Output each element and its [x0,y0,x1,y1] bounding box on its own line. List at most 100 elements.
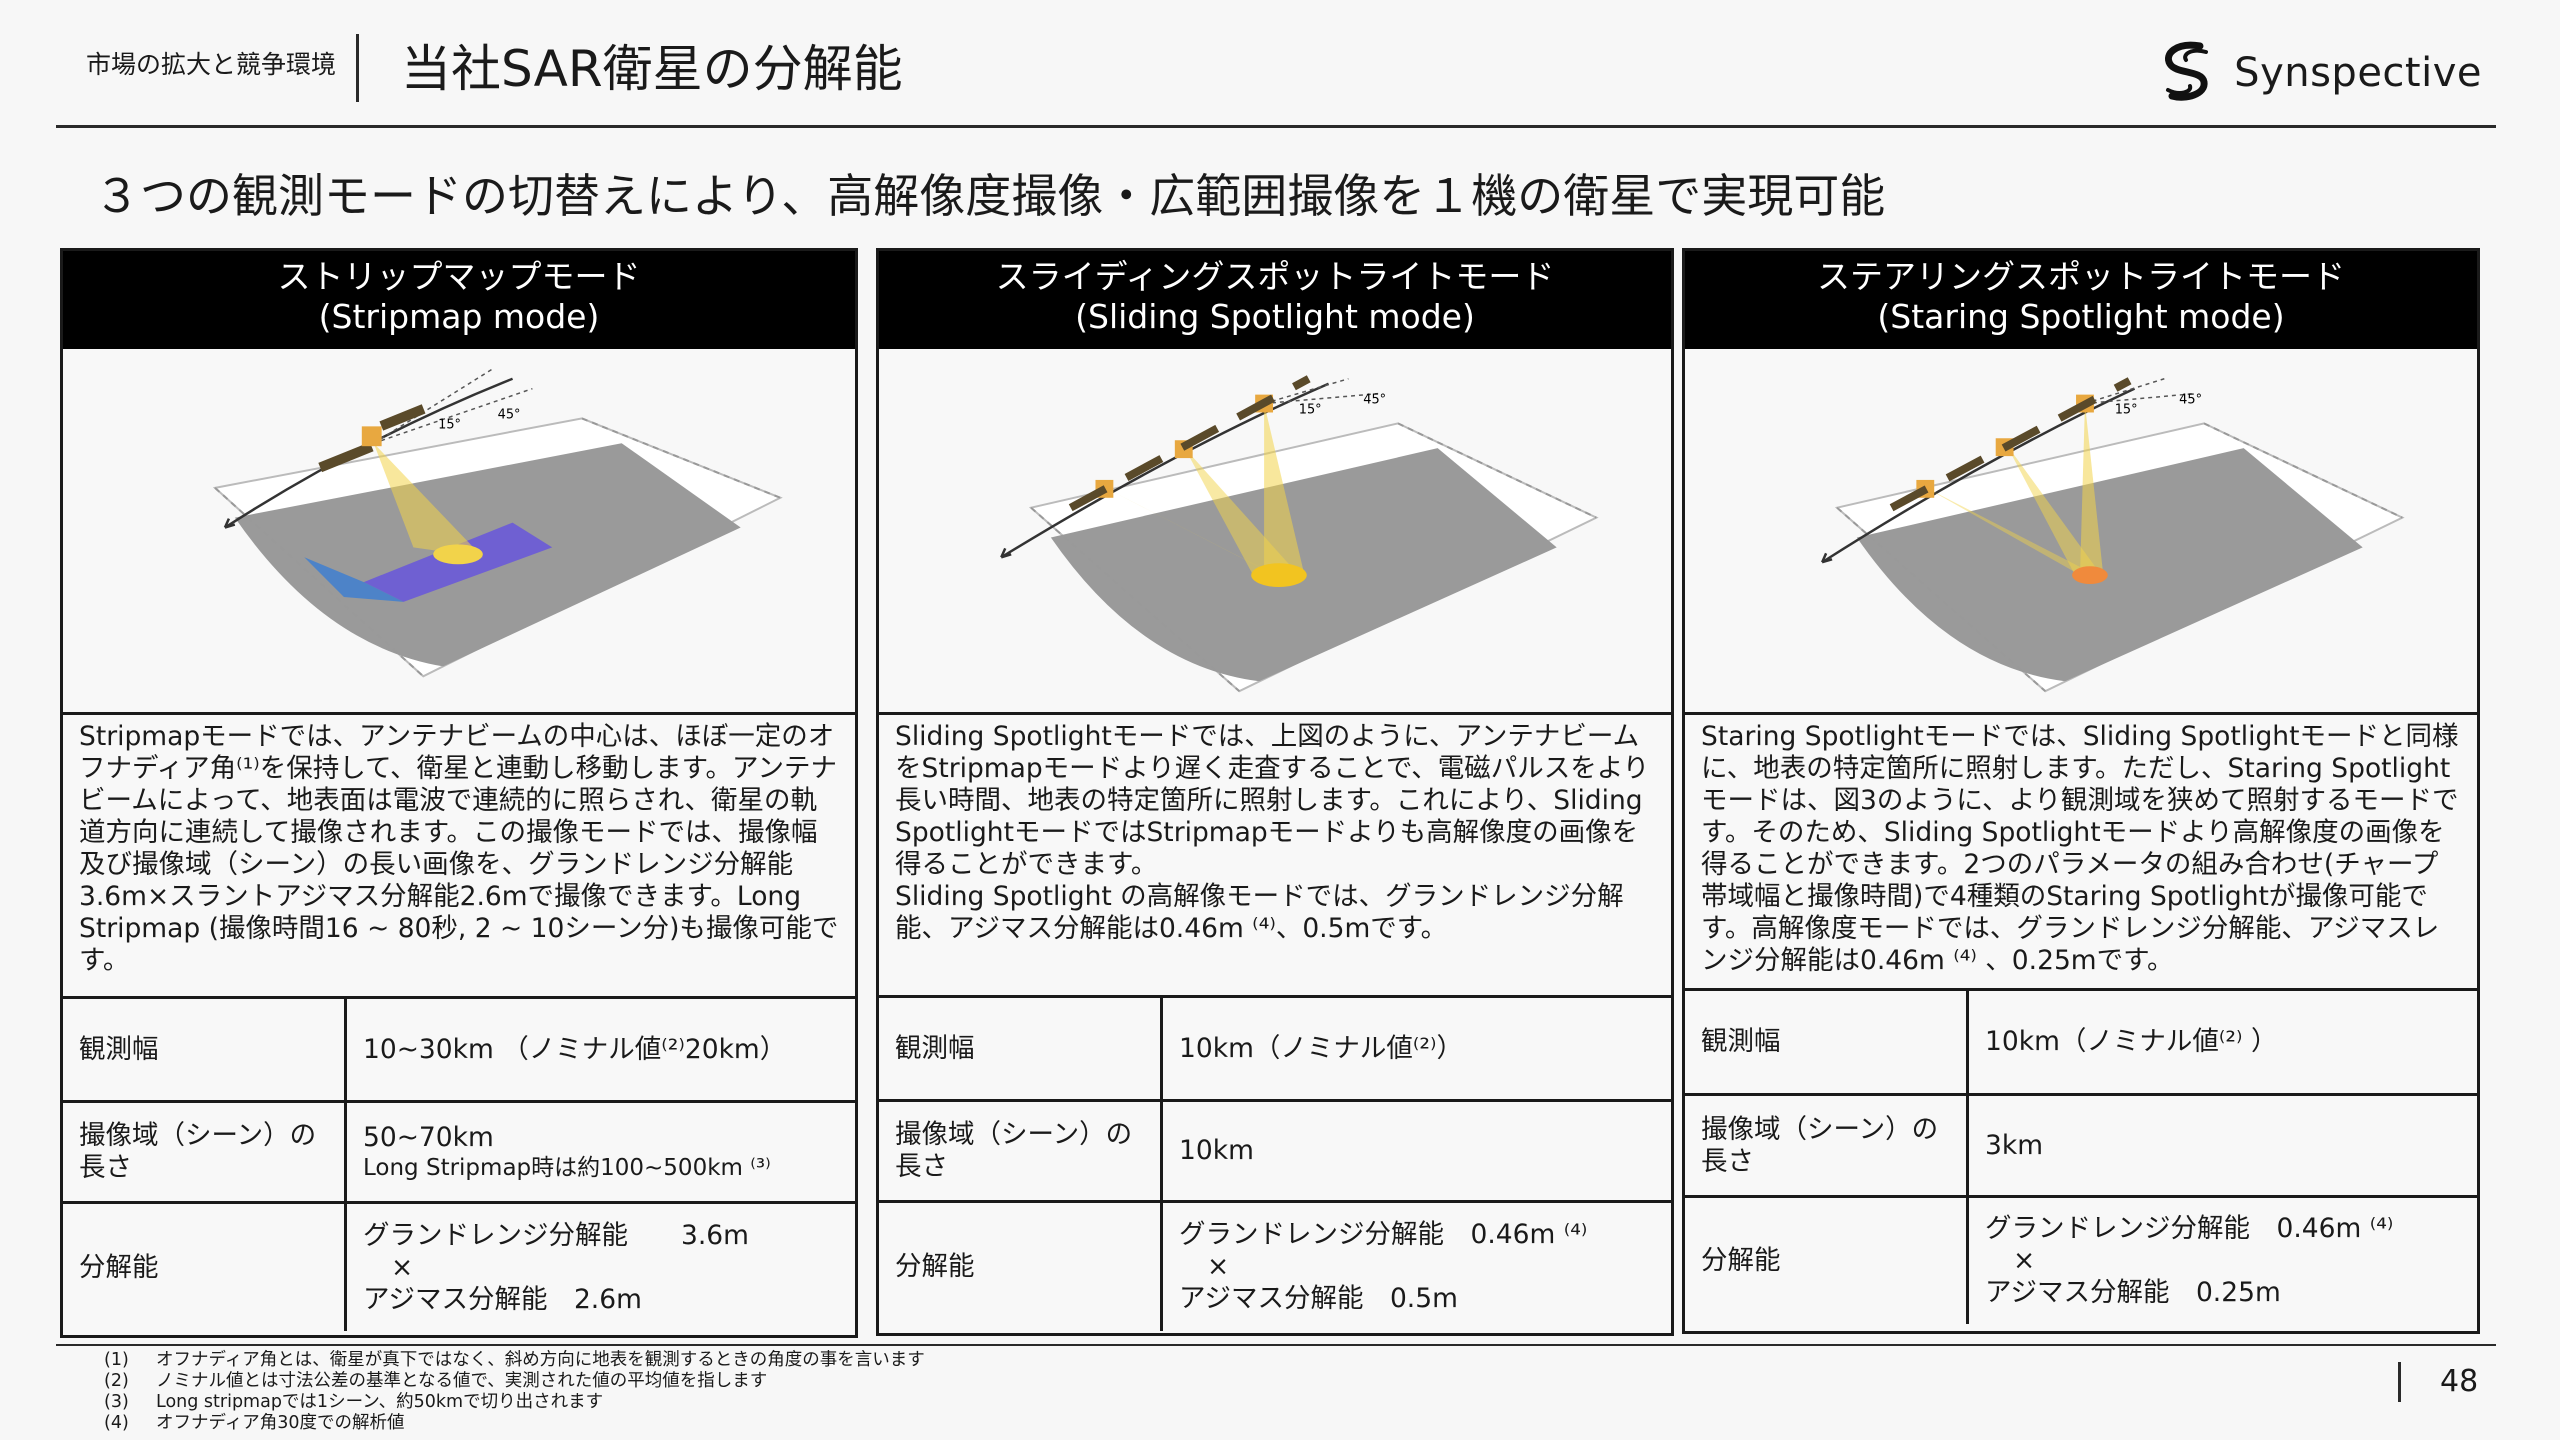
res-times: × [2013,1245,2036,1276]
spec-label: 分解能 [1685,1198,1969,1324]
footnote-number: (3) [104,1392,129,1412]
angle-label-45: 45° [1363,393,1386,408]
card-title-ja: ステアリングスポットライトモード [1817,257,2345,296]
logo-text: Synspective [2234,50,2482,96]
spec-label: 撮像域（シーン）の長さ [879,1102,1163,1200]
spec-value: 10km [1163,1102,1671,1200]
swath-value: 10km（ノミナル値⁽²⁾ ） [1985,1026,2278,1057]
spec-value: 10~30km （ノミナル値⁽²⁾20km） [347,999,855,1100]
section-label: 市場の拡大と競争環境 [86,50,337,79]
res-times: × [1207,1251,1230,1282]
spec-value: グランドレンジ分解能 0.46m ⁽⁴⁾ × アジマス分解能 0.25m [1969,1198,2477,1324]
footnote: (4) オフナディア角30度での解析値 [104,1413,925,1434]
footnote-text: Long stripmapでは1シーン、約50kmで切り出されます [156,1392,604,1412]
stripmap-diagram: 15° 45° [63,349,855,715]
card-header: スライディングスポットライトモード (Sliding Spotlight mod… [879,251,1671,349]
spec-row-swath: 観測幅 10km（ノミナル値⁽²⁾ ） [1685,991,2477,1096]
footnote: (2) ノミナル値とは寸法公差の基準となる値で、実測された値の平均値を指します [104,1371,925,1392]
beam-cone [2005,443,2100,576]
sliding-spotlight-diagram: 15° 45° [879,349,1671,715]
scene-note: Long Stripmap時は約100~500km ⁽³⁾ [363,1155,771,1181]
card-title-en: (Staring Spotlight mode) [1877,297,2285,336]
footnote-number: (4) [104,1413,129,1433]
res-times: × [391,1251,414,1283]
page-title: 当社SAR衛星の分解能 [401,40,903,98]
spec-row-scene: 撮像域（シーン）の長さ 50~70km Long Stripmap時は約100~… [63,1103,855,1204]
res-ground: グランドレンジ分解能 0.46m ⁽⁴⁾ [1179,1219,1588,1250]
swath-value: 10km（ノミナル値⁽²⁾） [1179,1032,1464,1064]
synspective-logo-icon [2165,41,2209,101]
angle-label-45: 45° [2179,393,2202,408]
satellite-icon [318,404,426,473]
footnote-number: (1) [104,1350,129,1370]
spec-row-swath: 観測幅 10km（ノミナル値⁽²⁾） [879,998,1671,1102]
card-title-en: (Stripmap mode) [318,297,600,336]
footer-divider [56,1344,2496,1346]
res-azimuth: アジマス分解能 0.5m [1179,1283,1458,1314]
spec-row-resolution: 分解能 グランドレンジ分解能 0.46m ⁽⁴⁾ × アジマス分解能 0.5m [879,1203,1671,1331]
beam-cone [373,443,483,558]
spec-label: 観測幅 [879,998,1163,1099]
footnote-text: オフナディア角30度での解析値 [156,1413,405,1433]
beam-cone [1264,403,1304,578]
scene-value: 10km [1179,1135,1254,1166]
card-description: Stripmapモードでは、アンテナビームの中心は、ほぼ一定のオフナディア角⁽¹… [63,715,855,999]
card-title-ja: スライディングスポットライトモード [995,257,1555,296]
spec-label: 撮像域（シーン）の長さ [1685,1096,1969,1195]
spec-value: 10km（ノミナル値⁽²⁾ ） [1969,991,2477,1093]
footnote-number: (2) [104,1371,129,1391]
spec-label: 分解能 [63,1204,347,1331]
page-number: 48 [2440,1364,2479,1399]
slide-subtitle: ３つの観測モードの切替えにより、高解像度撮像・広範囲撮像を１機の衛星で実現可能 [94,169,1886,223]
footnote: (3) Long stripmapでは1シーン、約50kmで切り出されます [104,1392,925,1413]
angle-label-15: 15° [438,417,461,432]
satellite-icon [1068,375,1311,512]
scene-value: 3km [1985,1129,2044,1161]
spec-value: グランドレンジ分解能 3.6m × アジマス分解能 2.6m [347,1204,855,1331]
footnote-text: ノミナル値とは寸法公差の基準となる値で、実測された値の平均値を指します [156,1371,768,1391]
spec-value: 3km [1969,1096,2477,1195]
spec-row-scene: 撮像域（シーン）の長さ 10km [879,1102,1671,1203]
card-description: Sliding Spotlightモードでは、上図のように、アンテナビームをSt… [879,715,1671,998]
swath-value: 10~30km （ノミナル値⁽²⁾20km） [363,1033,787,1065]
logo: Synspective [2156,38,2482,108]
staring-spotlight-illustration: 15° 45° [1821,377,2405,693]
page-number-divider [2398,1362,2401,1402]
card-title-en: (Sliding Spotlight mode) [1075,297,1475,336]
footnote: (1) オフナディア角とは、衛星が真下ではなく、斜め方向に地表を観測するときの角度… [104,1350,925,1371]
staring-spot [2072,566,2108,585]
res-azimuth: アジマス分解能 0.25m [1985,1277,2281,1308]
card-sliding-spotlight: スライディングスポットライトモード (Sliding Spotlight mod… [876,248,1674,1336]
beam-cone [1926,487,2100,578]
card-title-ja: ストリップマップモード [277,257,641,296]
footnote-text: オフナディア角とは、衛星が真下ではなく、斜め方向に地表を観測するときの角度の事を… [156,1350,925,1370]
card-description-main: Sliding Spotlightモードでは、上図のように、アンテナビームをSt… [895,721,1650,880]
card-header: ステアリングスポットライトモード (Staring Spotlight mode… [1685,251,2477,349]
spec-value: 10km（ノミナル値⁽²⁾） [1163,998,1671,1099]
card-description: Staring Spotlightモードでは、Sliding Spotlight… [1685,715,2477,991]
land-mass [1050,448,1557,682]
angle-label-15: 15° [2115,402,2138,417]
card-stripmap: ストリップマップモード (Stripmap mode) 15° 45° St [60,248,858,1338]
header-divider [356,34,359,102]
spec-row-resolution: 分解能 グランドレンジ分解能 0.46m ⁽⁴⁾ × アジマス分解能 0.25m [1685,1198,2477,1324]
spec-label: 観測幅 [63,999,347,1100]
res-ground: グランドレンジ分解能 0.46m ⁽⁴⁾ [1985,1213,2394,1244]
res-ground: グランドレンジ分解能 3.6m [363,1219,749,1251]
spec-row-scene: 撮像域（シーン）の長さ 3km [1685,1096,2477,1198]
footnotes: (1) オフナディア角とは、衛星が真下ではなく、斜め方向に地表を観測するときの角度… [104,1350,925,1434]
spec-value: 50~70km Long Stripmap時は約100~500km ⁽³⁾ [347,1103,855,1201]
orbit-arrow-icon [1821,387,2136,564]
spec-label: 観測幅 [1685,991,1969,1093]
spec-value: グランドレンジ分解能 0.46m ⁽⁴⁾ × アジマス分解能 0.5m [1163,1203,1671,1331]
card-description-extra: Sliding Spotlight の高解像モードでは、グランドレンジ分解能、ア… [895,881,1624,944]
spec-label: 撮像域（シーン）の長さ [63,1103,347,1201]
land-mass [1856,448,2363,682]
staring-spotlight-diagram: 15° 45° [1685,349,2477,715]
header: 市場の拡大と競争環境 当社SAR衛星の分解能 Synspective [56,0,2496,128]
card-staring-spotlight: ステアリングスポットライトモード (Staring Spotlight mode… [1682,248,2480,1334]
angle-label-15: 15° [1299,402,1322,417]
sliding-spotlight-illustration: 15° 45° [1000,375,1599,693]
angle-label-45: 45° [498,407,521,422]
beam-cone [2080,403,2103,576]
